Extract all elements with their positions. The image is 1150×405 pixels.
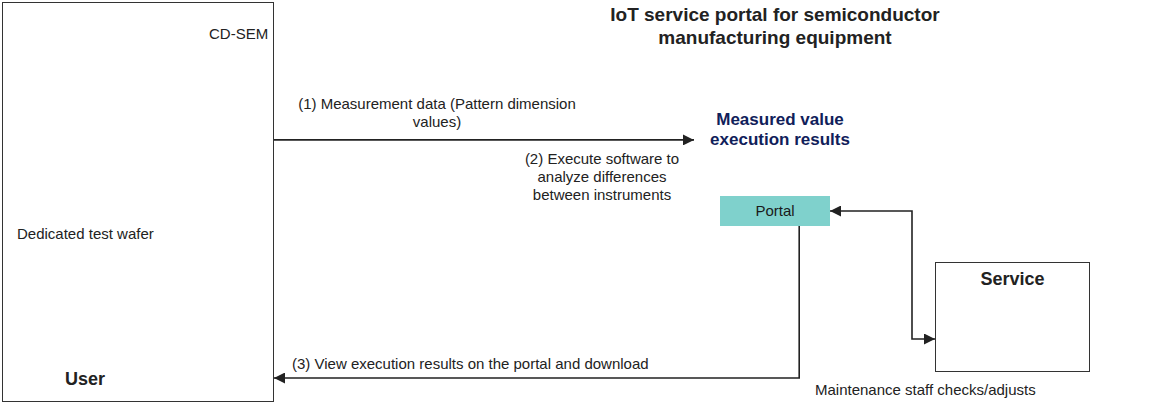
cylinder-top (695, 59, 866, 86)
monitor-stand (1035, 338, 1045, 347)
wafer-die (237, 172, 244, 179)
monitor-stand (100, 336, 110, 346)
machine-panel-lines (80, 126, 200, 210)
person-head (39, 293, 65, 319)
cylinder-body (694, 72, 866, 186)
flow-arrow (274, 139, 694, 141)
cloud-lobe (818, 88, 962, 232)
person-body (26, 322, 78, 360)
machine-monitor (24, 40, 68, 74)
machine-console (16, 30, 76, 210)
service-text: Service (980, 269, 1044, 291)
flow-arrow (274, 226, 799, 378)
portal-text: Portal (755, 202, 794, 220)
step-label: (2) Execute software to analyze differen… (514, 150, 690, 204)
monitor-screen (1022, 310, 1058, 334)
equipment-site-box: CD-SEM Dedicated test waferUser (2, 2, 274, 402)
test-wafer (188, 144, 264, 220)
monitor (82, 302, 128, 336)
person-head (978, 300, 1002, 324)
wafer-label: Dedicated test wafer (17, 225, 217, 243)
wafer-die (223, 151, 230, 158)
user-label: User (65, 369, 135, 391)
user-icon (26, 293, 128, 360)
machine-chamber (124, 54, 158, 126)
wafer-die (223, 172, 230, 179)
equipment-label: CD-SEM (209, 25, 271, 43)
chamber-window (92, 64, 114, 74)
monitor-screen (86, 306, 124, 332)
chamber-window (130, 64, 152, 74)
wafer-disc (188, 144, 264, 220)
wafer-die (209, 172, 216, 179)
step-label: (1) Measurement data (Pattern dimension … (292, 95, 582, 131)
monitor (1018, 306, 1062, 338)
machine-keyboard (22, 84, 70, 90)
monitor-base (1024, 347, 1056, 351)
service-box: Service (935, 262, 1090, 372)
wafer-die (223, 193, 230, 200)
cloud-title: IoT service portal for semiconductor man… (510, 4, 1040, 50)
portal-box: Portal (720, 196, 830, 226)
wafer-die (223, 207, 230, 214)
monitor-base (88, 346, 122, 350)
note-label: Maintenance staff checks/adjusts (815, 381, 1036, 399)
flow-arrow (830, 211, 935, 339)
person-body (966, 327, 1014, 362)
service-icon (966, 300, 1062, 362)
step-label: (3) View execution results on the portal… (292, 355, 649, 373)
cloud-lobe (883, 158, 1007, 282)
machine-chamber (162, 54, 196, 126)
machine-body (16, 62, 202, 210)
database-text: Measured value execution results (710, 110, 850, 151)
chamber-window (168, 64, 190, 74)
machine-chamber (86, 54, 120, 126)
database-cylinder: Measured value execution results (694, 58, 866, 186)
cd-sem-machine (16, 30, 202, 210)
